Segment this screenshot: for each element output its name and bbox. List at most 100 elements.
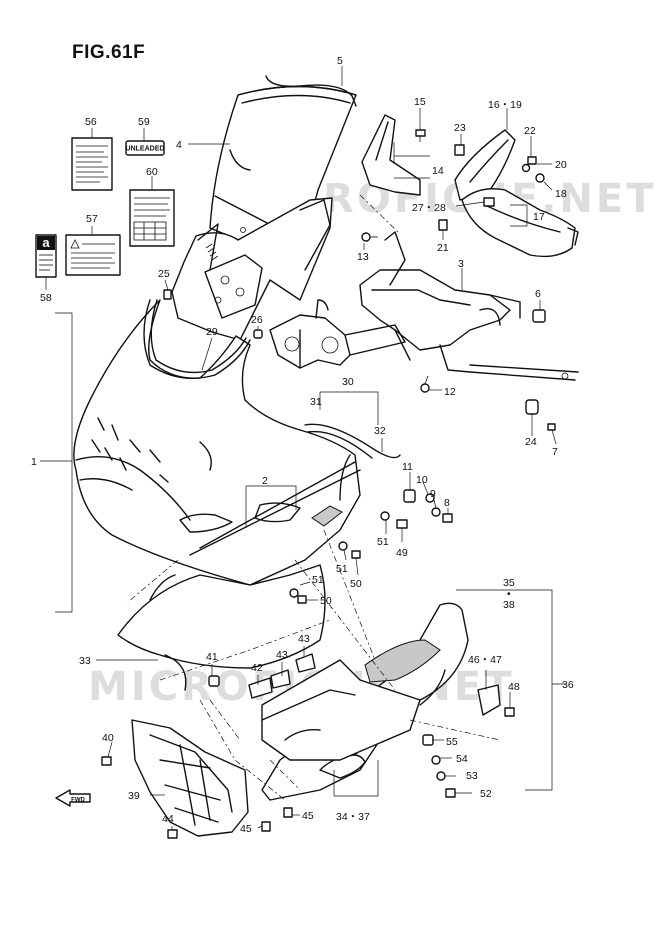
callout-10: 10 <box>416 474 428 486</box>
callout-27-28: 27・28 <box>412 202 446 214</box>
screw-48 <box>504 707 515 717</box>
callout-15: 15 <box>414 96 426 108</box>
unleaded-label-59: UNLEADED <box>125 140 165 156</box>
callout-52: 52 <box>480 788 492 800</box>
bolt-27-28 <box>483 197 495 207</box>
callout-44: 44 <box>162 813 174 825</box>
warning-label-57 <box>65 234 121 276</box>
nut-41 <box>208 675 220 687</box>
callout-38: 38 <box>503 599 515 611</box>
bracket-43a <box>270 669 291 689</box>
inner-panel <box>171 197 333 341</box>
collar-10 <box>425 493 435 503</box>
callout-54: 54 <box>456 753 468 765</box>
callout-50a: 50 <box>350 578 362 590</box>
callout-45b: 45 <box>302 810 314 822</box>
callout-32: 32 <box>374 425 386 437</box>
washer-20 <box>521 163 531 173</box>
nut-22 <box>527 156 537 165</box>
callout-5: 5 <box>337 55 343 67</box>
grommet-11 <box>403 489 416 503</box>
grommet-55 <box>422 734 434 746</box>
grommet-26 <box>253 329 263 339</box>
callout-35-38-dot: • <box>507 588 511 600</box>
bolt-8 <box>442 513 453 523</box>
callout-8: 8 <box>444 497 450 509</box>
callout-48: 48 <box>508 681 520 693</box>
callout-49: 49 <box>396 547 408 559</box>
info-label-60 <box>129 189 175 247</box>
callout-31: 31 <box>310 396 322 408</box>
washer-51a <box>380 511 390 521</box>
callout-30: 30 <box>342 376 354 388</box>
headlight-mount <box>269 299 406 369</box>
callout-40: 40 <box>102 732 114 744</box>
callout-56: 56 <box>85 116 97 128</box>
bolt-12 <box>420 375 430 393</box>
callout-11: 11 <box>402 461 413 473</box>
bolt-13 <box>361 232 378 242</box>
bracket-43b <box>295 653 316 673</box>
callout-55: 55 <box>446 736 458 748</box>
callout-7: 7 <box>552 446 558 458</box>
callout-33: 33 <box>79 655 91 667</box>
callout-24: 24 <box>525 436 537 448</box>
bracket-42 <box>248 677 273 699</box>
clamp-24 <box>525 399 539 415</box>
washer-9 <box>431 507 441 517</box>
callout-16-19: 16・19 <box>488 99 522 111</box>
nut-49 <box>396 519 408 529</box>
inner-trim-30 <box>304 423 401 459</box>
callout-25: 25 <box>158 268 170 280</box>
washer-51b <box>338 541 348 551</box>
callout-3: 3 <box>458 258 464 270</box>
bolt-7 <box>547 423 556 431</box>
callout-53: 53 <box>466 770 478 782</box>
unleaded-text: UNLEADED <box>126 146 165 153</box>
callout-21: 21 <box>437 242 449 254</box>
callout-58: 58 <box>40 292 52 304</box>
callout-34-37: 34・37 <box>336 811 370 823</box>
bolt-40 <box>101 756 112 766</box>
figure-title: FIG.61F <box>72 42 146 63</box>
fairing-bracket-3 <box>359 231 579 381</box>
collar-54 <box>431 755 441 765</box>
callout-43b: 43 <box>298 633 310 645</box>
clip-25 <box>163 289 172 300</box>
lower-cowl-34 <box>261 659 421 761</box>
callout-51c: 51 <box>312 574 324 586</box>
fairing-seal-29 <box>143 299 251 380</box>
callout-59: 59 <box>138 116 150 128</box>
callout-36: 36 <box>562 679 574 691</box>
callout-17: 17 <box>533 211 545 223</box>
callout-26: 26 <box>251 314 263 326</box>
windscreen-trim-5 <box>265 75 357 107</box>
inner-cover-14 <box>361 114 421 196</box>
callout-29: 29 <box>206 326 218 338</box>
callout-1: 1 <box>31 456 37 468</box>
callout-39: 39 <box>128 790 140 802</box>
callout-22: 22 <box>524 125 536 137</box>
caution-label-56 <box>71 137 113 191</box>
callout-57: 57 <box>86 213 98 225</box>
side-cowl-39 <box>131 719 249 837</box>
bolt-6 <box>532 309 546 323</box>
bolt-50b <box>297 595 307 604</box>
callout-45a: 45 <box>240 823 252 835</box>
bolt-45b <box>283 807 293 818</box>
inner-cover-16 <box>454 129 516 201</box>
callout-46-47: 46・47 <box>468 654 502 666</box>
bolt-45a <box>261 821 271 832</box>
callout-41: 41 <box>206 651 218 663</box>
bolt-50a <box>351 550 361 559</box>
callout-2: 2 <box>262 475 268 487</box>
bolt-52 <box>445 788 456 798</box>
fwd-text: FWD <box>71 798 85 804</box>
callout-13: 13 <box>357 251 369 263</box>
callout-numbers: 1 2 3 4 5 6 7 8 9 10 11 12 13 14 15 16・1… <box>31 55 574 835</box>
under-cowl-33 <box>117 564 326 691</box>
bracket-46 <box>477 684 501 716</box>
washer-53 <box>436 771 446 781</box>
a-label-58: a <box>35 234 57 278</box>
